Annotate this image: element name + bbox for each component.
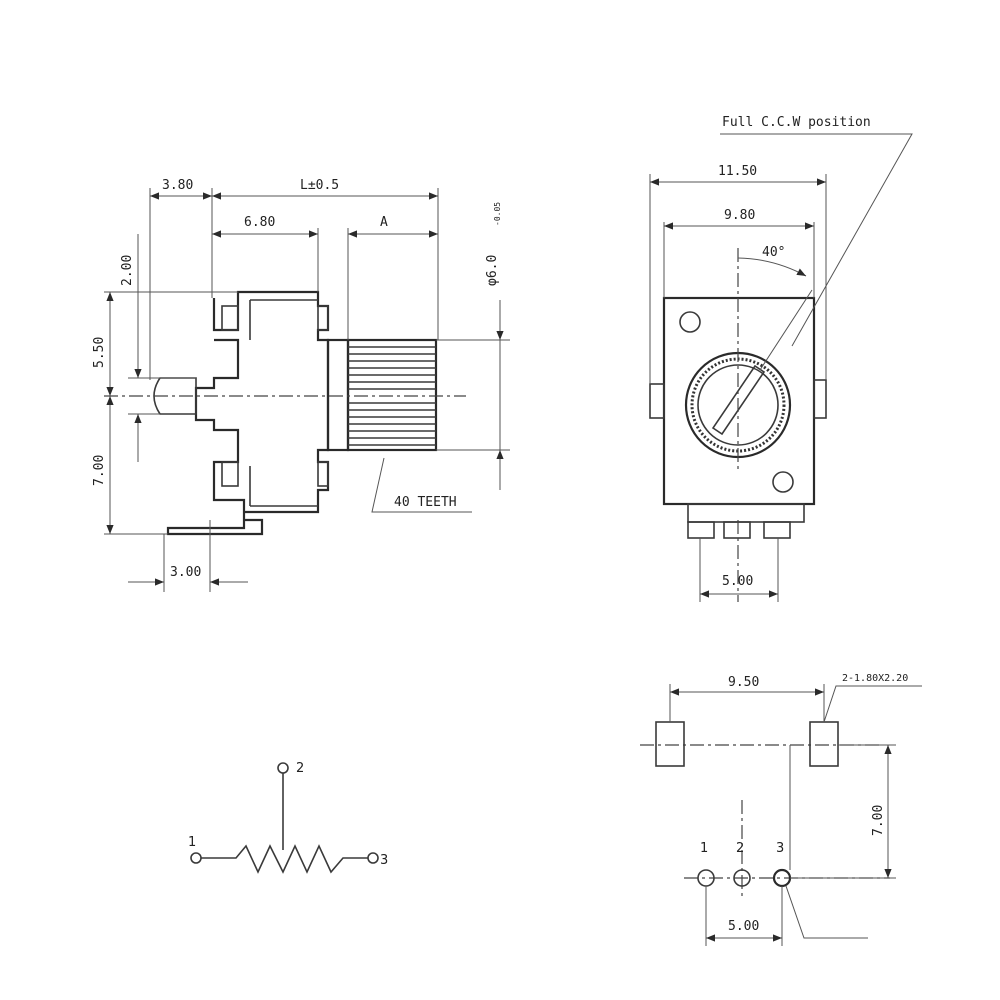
pcb-pin3-label: 3 bbox=[776, 841, 784, 856]
schematic-pin1-label: 1 bbox=[188, 835, 196, 850]
pcb-slot-right bbox=[809, 721, 839, 767]
front-mount-hole-bottom bbox=[772, 471, 794, 493]
side-upper-clip bbox=[317, 305, 329, 331]
teeth-leader bbox=[371, 457, 472, 513]
slot-spec-leader bbox=[823, 685, 922, 723]
schematic-pin2-label: 2 bbox=[296, 761, 304, 776]
dim-dia-tolerance: -0.05 bbox=[493, 202, 502, 226]
dim-11-50-label: 11.50 bbox=[718, 164, 757, 179]
front-left-tab bbox=[649, 383, 665, 419]
teeth-label: 40 TEETH bbox=[394, 495, 457, 510]
side-view: 3.80 L±0.5 6.80 A φ6.0 -0.05 5.50 7.00 2… bbox=[92, 178, 510, 592]
dim-9-50-label: 9.50 bbox=[728, 675, 759, 690]
front-view: 11.50 9.80 40° Full C.C.W position 5.00 bbox=[649, 115, 913, 602]
angle-ray bbox=[759, 289, 813, 371]
schematic-pin3-label: 3 bbox=[380, 853, 388, 868]
dim-pcb-5-00-label: 5.00 bbox=[728, 919, 759, 934]
schematic-pin1-terminal bbox=[190, 852, 202, 864]
dim-pcb-7-00-label: 7.00 bbox=[871, 805, 886, 836]
schematic: 1 2 3 bbox=[188, 761, 388, 874]
front-mount-hole-top bbox=[679, 311, 701, 333]
dim-5-50-label: 5.50 bbox=[92, 337, 107, 368]
dim-7-00-label: 7.00 bbox=[92, 455, 107, 486]
front-right-tab bbox=[813, 379, 827, 419]
dim-3-80-label: 3.80 bbox=[162, 178, 193, 193]
side-bushing bbox=[326, 338, 350, 452]
slot-spec-label: 2-1.80X2.20 bbox=[842, 673, 908, 684]
callout-label: Full C.C.W position bbox=[722, 115, 871, 130]
pcb-layout: 9.50 2-1.80X2.20 1 2 3 7.00 5.00 bbox=[640, 673, 922, 946]
side-knurl-lines bbox=[348, 346, 436, 446]
dim-front-5-00-label: 5.00 bbox=[722, 574, 753, 589]
side-lower-tab bbox=[221, 461, 239, 487]
front-pin-2 bbox=[723, 521, 751, 539]
front-pin-3 bbox=[763, 521, 791, 539]
front-pin-1 bbox=[687, 521, 715, 539]
angle-arc bbox=[737, 257, 807, 277]
side-upper-tab bbox=[221, 305, 239, 331]
side-knurled-shaft bbox=[346, 338, 438, 452]
side-lower-clip bbox=[317, 461, 329, 487]
callout-leader bbox=[720, 133, 913, 347]
dim-2-00-label: 2.00 bbox=[120, 255, 135, 286]
pcb-pin1-label: 1 bbox=[700, 841, 708, 856]
dim-dia-label: φ6.0 bbox=[485, 255, 500, 286]
front-pin-base bbox=[687, 503, 805, 523]
schematic-resistor bbox=[201, 844, 368, 874]
pcb-pin3-leader bbox=[785, 885, 868, 939]
pcb-slot-left bbox=[655, 721, 685, 767]
angle-label: 40° bbox=[762, 245, 785, 260]
dim-3-00-label: 3.00 bbox=[170, 565, 201, 580]
dim-9-80-label: 9.80 bbox=[724, 208, 755, 223]
pcb-pin2-label: 2 bbox=[736, 841, 744, 856]
side-body-outline bbox=[166, 290, 330, 536]
pcb-pin2-hole bbox=[733, 869, 751, 887]
front-shaft-inner bbox=[697, 364, 779, 446]
schematic-pin2-terminal bbox=[277, 762, 289, 774]
schematic-pin3-terminal bbox=[367, 852, 379, 864]
dim-l-label: L±0.5 bbox=[300, 178, 339, 193]
side-terminal-nub bbox=[153, 377, 197, 415]
dim-a-label: A bbox=[380, 215, 388, 230]
dim-6-80-label: 6.80 bbox=[244, 215, 275, 230]
front-shaft-slot bbox=[711, 364, 766, 436]
